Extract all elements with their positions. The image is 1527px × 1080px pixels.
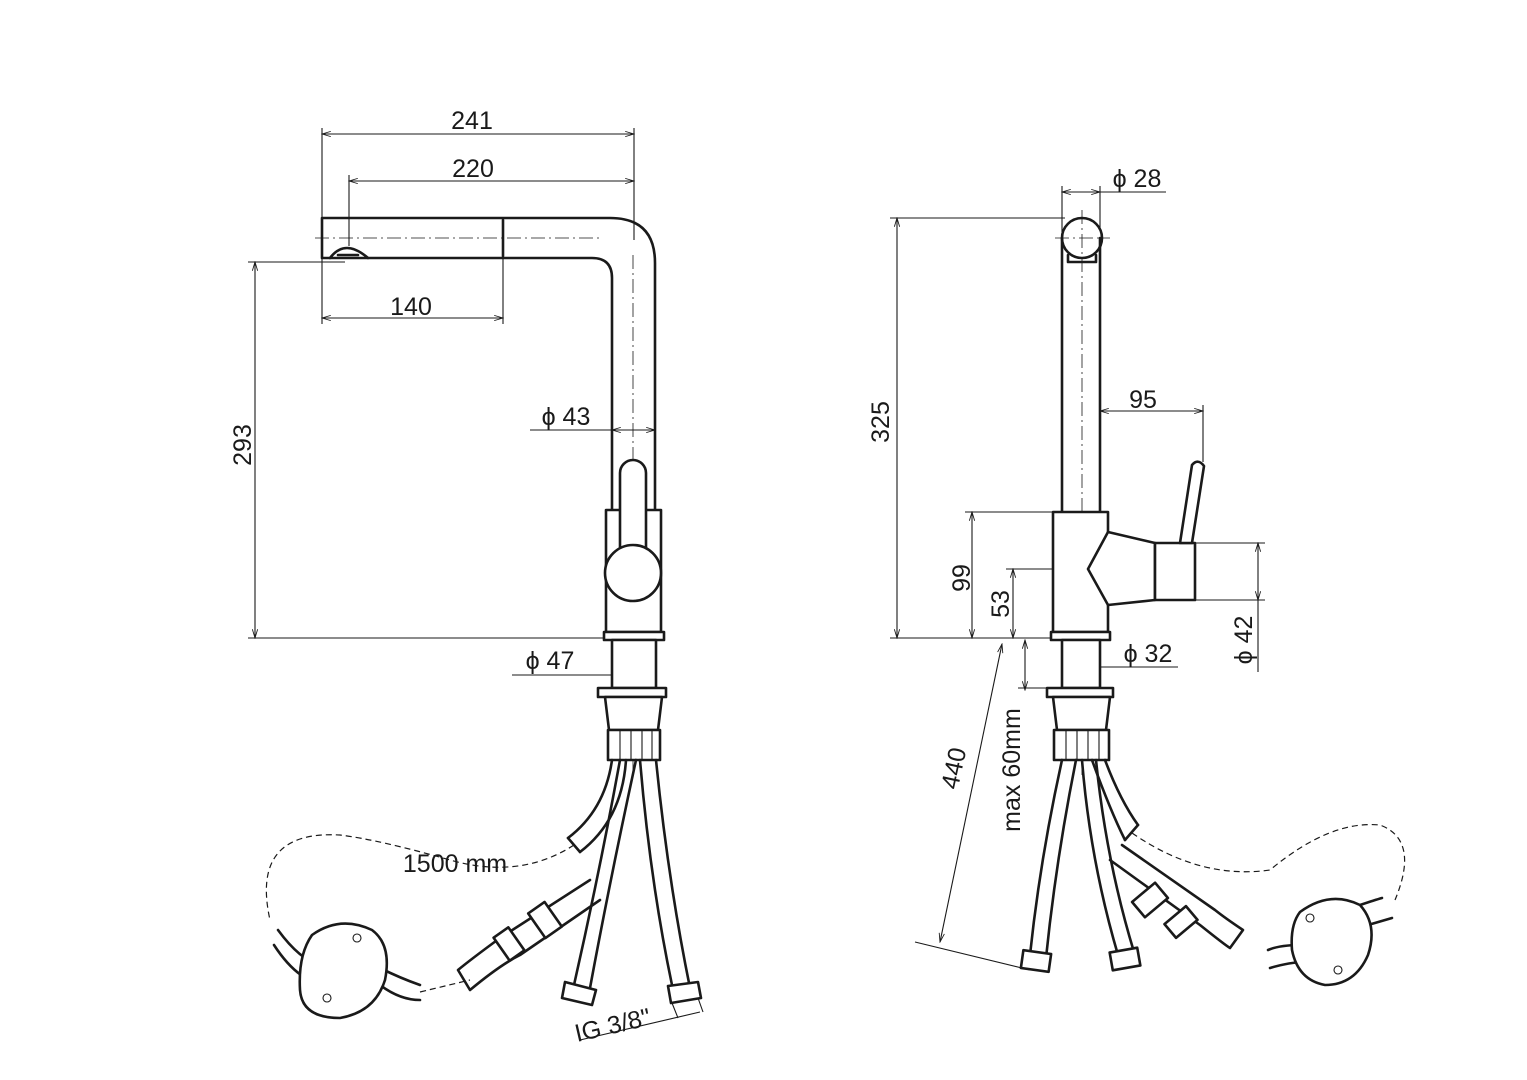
dimension-220: 220	[349, 155, 634, 246]
svg-text:95: 95	[1129, 386, 1157, 414]
hose-weight	[298, 922, 389, 1020]
spout	[320, 216, 657, 512]
svg-text:IG 3/8": IG 3/8"	[572, 1003, 653, 1048]
quick-connector	[1130, 881, 1170, 919]
supply-hose-2	[638, 758, 692, 990]
shank	[1060, 638, 1102, 690]
hose-swivel	[1108, 843, 1245, 950]
svg-text:ϕ 28: ϕ 28	[1113, 165, 1162, 193]
svg-text:ϕ 43: ϕ 43	[542, 403, 591, 431]
dimension-140: 140	[322, 258, 503, 324]
dimension-99: 99	[948, 512, 1053, 638]
svg-text:max 60mm: max 60mm	[998, 708, 1026, 832]
hose-weight	[1290, 897, 1373, 987]
dimension-53: 53	[987, 569, 1088, 638]
dimension-95: 95	[1100, 386, 1203, 462]
svg-text:53: 53	[987, 590, 1015, 618]
spout-stem	[1060, 236, 1102, 514]
dimension-diameter-28: ϕ 28	[1062, 165, 1166, 232]
dimension-325: 325	[867, 218, 1065, 638]
svg-text:ϕ 42: ϕ 42	[1230, 616, 1258, 665]
svg-text:ϕ 32: ϕ 32	[1124, 640, 1173, 668]
svg-text:220: 220	[452, 155, 494, 183]
hose-connector-1	[1019, 948, 1053, 974]
dimension-max-60mm: max 60mm	[998, 640, 1047, 832]
svg-text:325: 325	[867, 401, 895, 443]
side-view-left: 241 220 140 293 ϕ 43	[229, 107, 704, 1048]
dimension-440: 440	[914, 644, 1031, 971]
side-view-right: ϕ 28 325 95 99 53 ϕ 42	[867, 165, 1406, 987]
lever-cone	[1086, 530, 1157, 607]
mounting-nut	[1052, 728, 1111, 762]
handle-cartridge	[603, 543, 663, 603]
mounting-nut	[606, 728, 662, 762]
supply-hose-1	[572, 758, 638, 990]
quick-connector	[526, 900, 564, 940]
svg-text:140: 140	[390, 293, 432, 321]
hose-swivel	[456, 878, 602, 992]
lever-housing	[1153, 541, 1197, 602]
shank	[610, 638, 658, 690]
mounting-bracket	[1051, 695, 1112, 732]
hose-connector-2	[666, 980, 703, 1005]
dimension-diameter-42: ϕ 42	[1195, 543, 1265, 672]
svg-text:440: 440	[936, 745, 972, 792]
hose-length-label: 1500 mm	[403, 850, 507, 878]
svg-text:ϕ 47: ϕ 47	[526, 647, 575, 675]
svg-text:293: 293	[229, 424, 257, 466]
mounting-plate	[596, 686, 668, 699]
svg-text:99: 99	[948, 564, 976, 592]
pullout-hose	[566, 758, 628, 854]
hose-connector-2	[1108, 946, 1142, 972]
svg-text:241: 241	[451, 107, 493, 135]
mounting-plate	[1045, 686, 1115, 699]
pullout-hose	[1090, 758, 1140, 842]
supply-hose-1	[1028, 758, 1078, 960]
supply-hose-2	[1080, 758, 1136, 957]
handle-lever	[1178, 460, 1206, 545]
dimension-293: 293	[229, 262, 606, 638]
mounting-bracket	[603, 695, 664, 732]
dimension-241: 241	[322, 107, 634, 240]
hose-connector-1	[560, 980, 598, 1007]
aerator	[328, 246, 370, 260]
